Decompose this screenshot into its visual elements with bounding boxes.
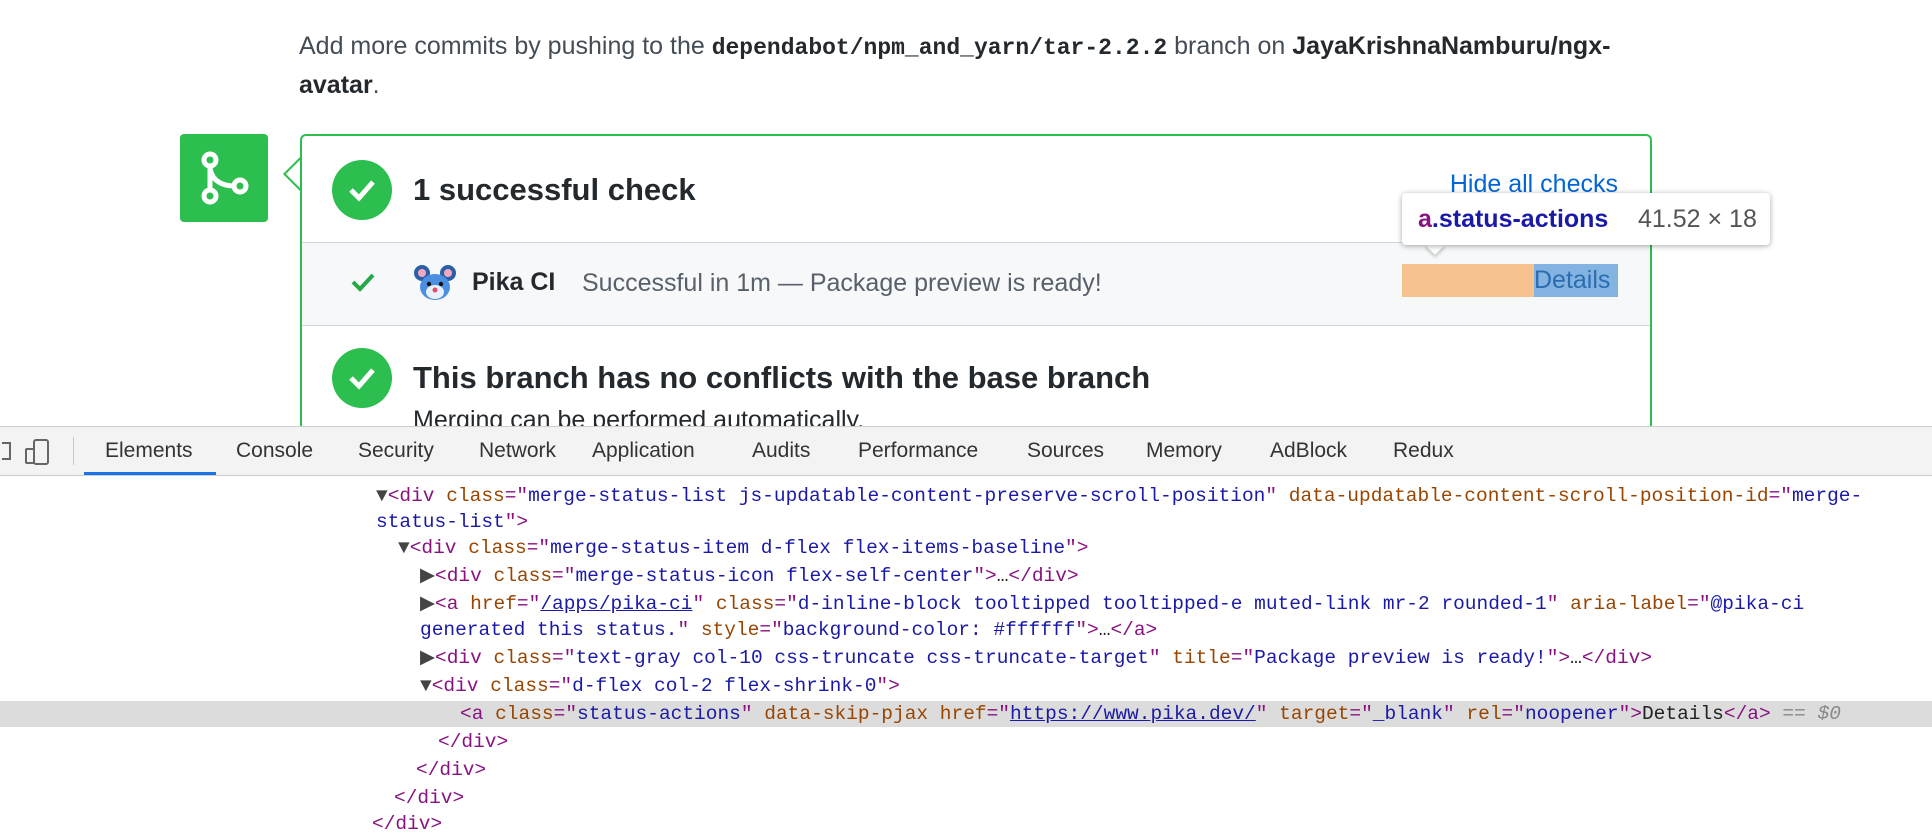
- no-conflicts-check-icon: [332, 348, 392, 408]
- checks-title: 1 successful check: [413, 172, 696, 207]
- elements-dom-tree: ▼<div class="merge-status-list js-updata…: [0, 475, 1932, 835]
- href-pika-dev[interactable]: https://www.pika.dev/: [1010, 703, 1256, 725]
- dom-node-pika-ci-link[interactable]: ▶<a href="/apps/pika-ci" class="d-inline…: [420, 593, 1805, 615]
- check-app-name[interactable]: Pika CI: [472, 268, 556, 296]
- tab-redux[interactable]: Redux: [1393, 439, 1454, 462]
- tooltip-selector: a.status-actions: [1418, 205, 1609, 233]
- tab-sources[interactable]: Sources: [1027, 439, 1105, 462]
- tab-adblock[interactable]: AdBlock: [1270, 439, 1348, 462]
- toolbar-divider: [73, 437, 74, 465]
- push-commits-hint: Add more commits by pushing to the depen…: [299, 32, 1611, 99]
- dom-close-div-1: </div>: [438, 731, 509, 753]
- dom-node-merge-status-list-cont: status-list">: [376, 511, 529, 533]
- dom-close-div-2: </div>: [416, 759, 487, 781]
- dom-node-status-description[interactable]: ▶<div class="text-gray col-10 css-trunca…: [420, 647, 1653, 669]
- repo-name: JayaKrishnaNamburu/ngx-avatar: [299, 32, 1611, 99]
- tab-application[interactable]: Application: [592, 439, 695, 462]
- conflicts-subtitle: Merging can be performed automatically.: [413, 406, 865, 426]
- dom-close-div-4: </div>: [372, 813, 443, 835]
- devtools-tabbar: Elements Console Security Network Applic…: [0, 427, 1932, 476]
- tab-console[interactable]: Console: [236, 439, 314, 462]
- check-icon: [351, 273, 375, 292]
- pika-ci-avatar-icon[interactable]: [414, 263, 456, 308]
- dom-node-actions-container[interactable]: ▼<div class="d-flex col-2 flex-shrink-0"…: [420, 675, 900, 697]
- tab-network[interactable]: Network: [479, 439, 557, 462]
- details-link[interactable]: Details: [1534, 266, 1611, 294]
- dom-node-status-actions-selected[interactable]: <a class="status-actions" data-skip-pjax…: [0, 701, 1932, 727]
- tab-elements[interactable]: Elements: [105, 439, 193, 462]
- dom-node-merge-status-icon[interactable]: ▶<div class="merge-status-icon flex-self…: [420, 565, 1079, 587]
- conflicts-title: This branch has no conflicts with the ba…: [413, 360, 1151, 395]
- tab-performance[interactable]: Performance: [858, 439, 979, 462]
- inspect-highlight-margin: [1402, 264, 1534, 297]
- selected-node-marker: == $0: [1782, 703, 1841, 725]
- dom-node-merge-status-item[interactable]: ▼<div class="merge-status-item d-flex fl…: [398, 537, 1089, 559]
- branch-name: dependabot/npm_and_yarn/tar-2.2.2: [711, 35, 1168, 61]
- pull-request-page: Add more commits by pushing to the depen…: [180, 32, 1770, 426]
- git-merge-icon: [180, 134, 268, 222]
- href-pika-ci-app[interactable]: /apps/pika-ci: [540, 593, 693, 615]
- dom-close-div-3: </div>: [394, 787, 465, 809]
- tab-memory[interactable]: Memory: [1146, 439, 1222, 462]
- inspect-highlight-content: [1534, 264, 1618, 297]
- devtools-panel: Elements Console Security Network Applic…: [0, 426, 1932, 835]
- conflicts-summary: This branch has no conflicts with the ba…: [302, 326, 1650, 426]
- inspect-element-icon[interactable]: [2, 439, 12, 468]
- inspector-tooltip: a.status-actions 41.52 × 18: [1402, 193, 1770, 245]
- success-check-icon: [332, 160, 392, 220]
- dom-node-pika-ci-link-cont: generated this status." style="backgroun…: [420, 619, 1158, 641]
- check-status-text: Successful in 1m — Package preview is re…: [582, 269, 1102, 297]
- tooltip-dimensions: 41.52 × 18: [1638, 205, 1757, 233]
- tab-audits[interactable]: Audits: [752, 439, 811, 462]
- active-tab-indicator: [84, 472, 216, 475]
- device-toolbar-icon[interactable]: [24, 439, 52, 470]
- dom-node-merge-status-list[interactable]: ▼<div class="merge-status-list js-updata…: [376, 485, 1863, 507]
- tab-security[interactable]: Security: [358, 439, 434, 462]
